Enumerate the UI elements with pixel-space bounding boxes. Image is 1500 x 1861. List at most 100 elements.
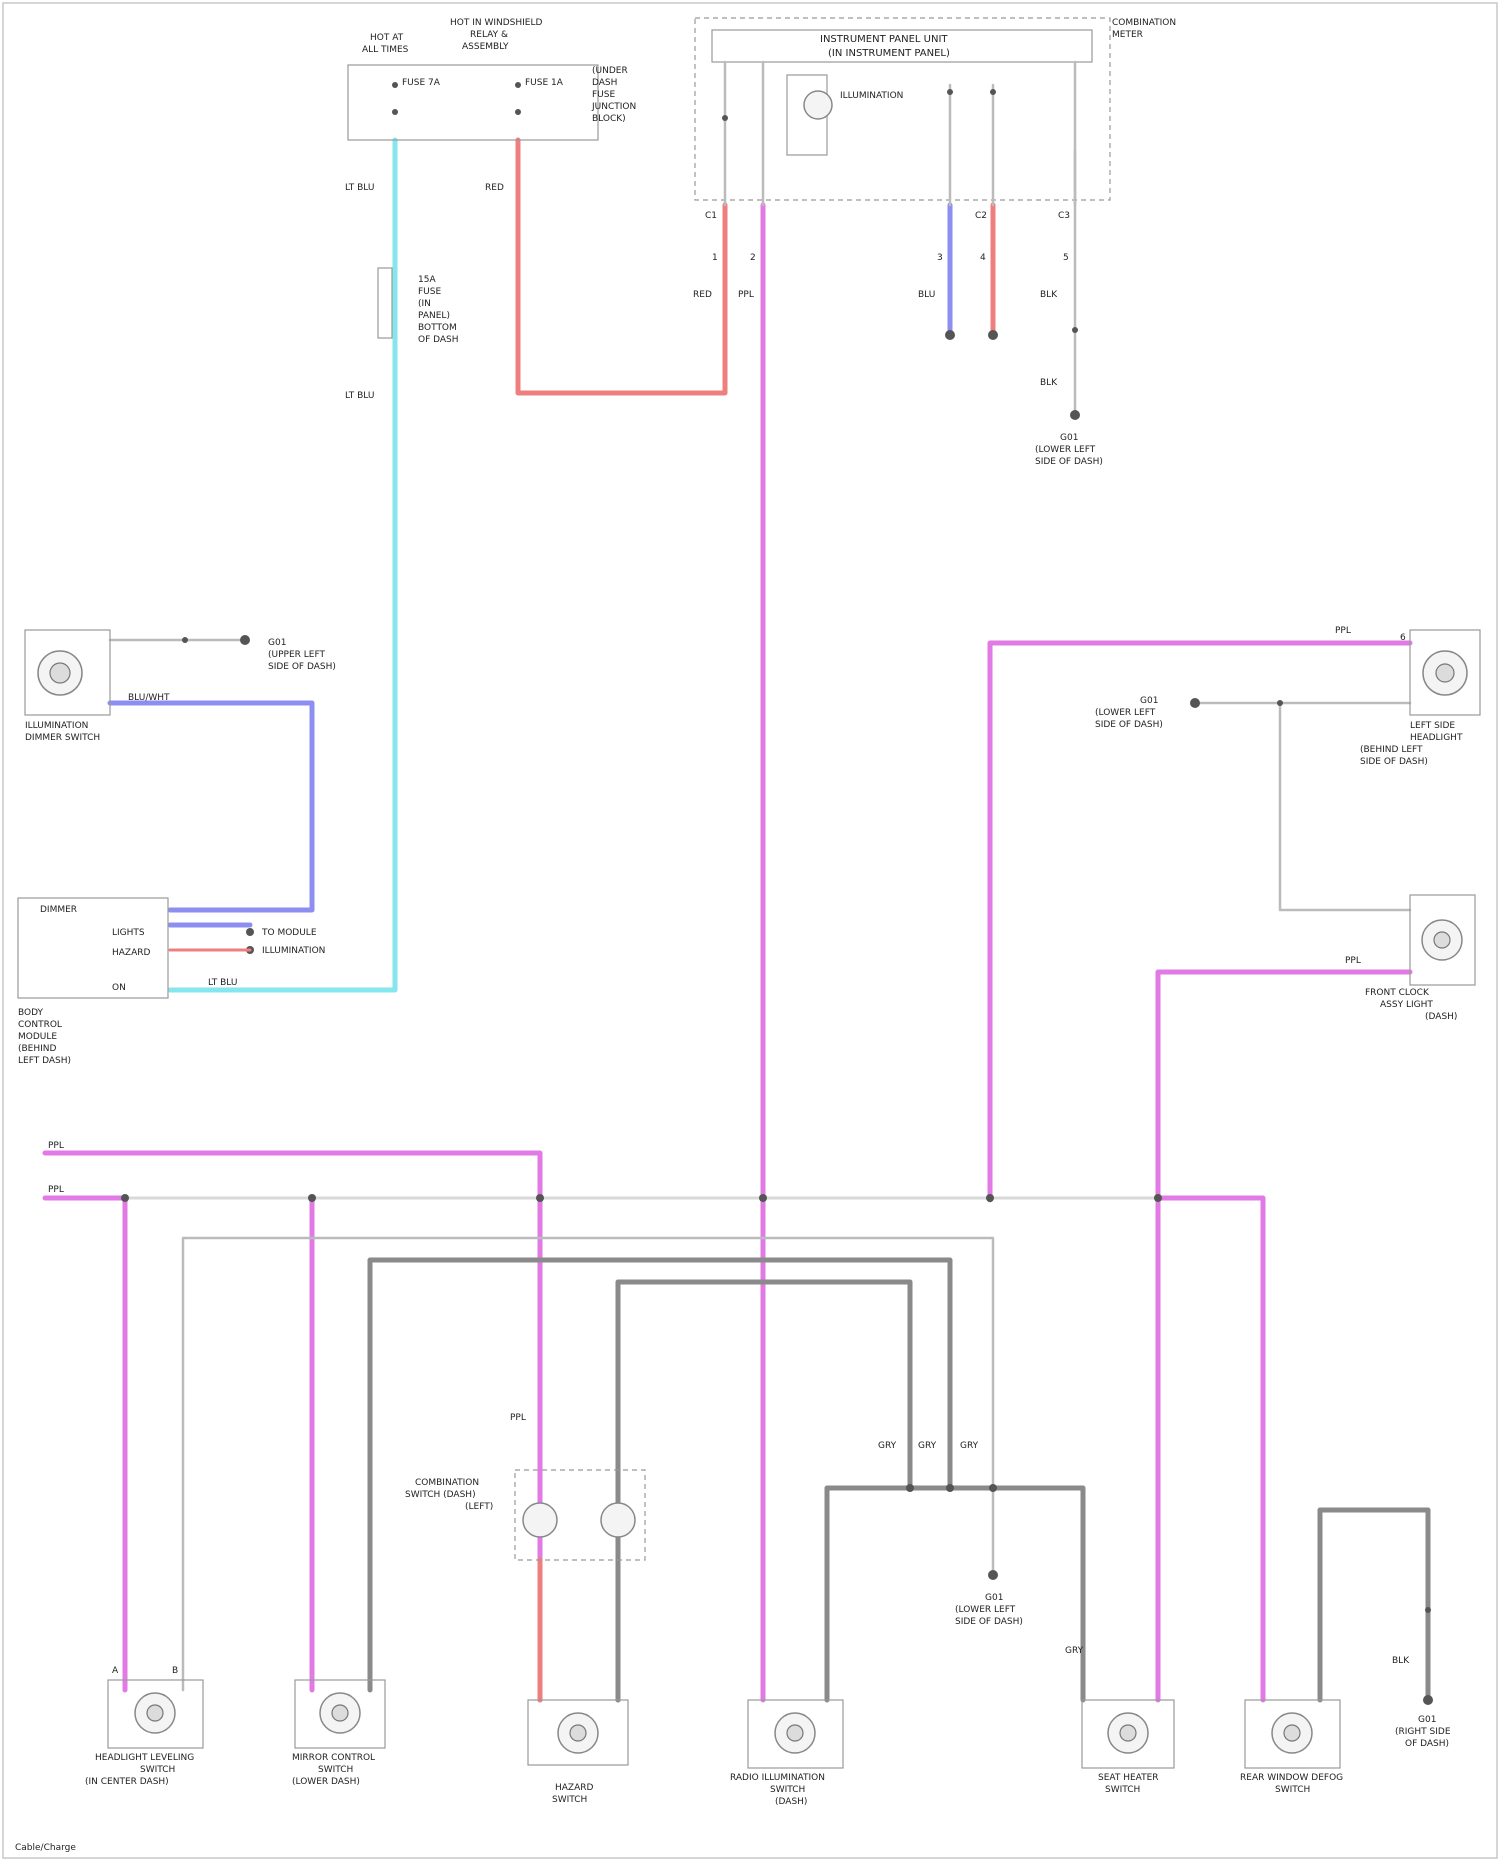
bottom-3-1: HAZARD bbox=[555, 1783, 594, 1793]
inline-fuse-2: FUSE bbox=[418, 287, 441, 297]
ground-top-2: (LOWER LEFT bbox=[1035, 445, 1096, 455]
wire-label-ppl-3: PPL bbox=[1345, 956, 1361, 966]
combo-switch-icon-1 bbox=[523, 1503, 557, 1537]
bottom-2-3: (LOWER DASH) bbox=[292, 1777, 360, 1787]
combo-switch-icon-2 bbox=[601, 1503, 635, 1537]
wire-label-ltblu-2: LT BLU bbox=[345, 391, 374, 401]
pin-c2: C2 bbox=[975, 211, 987, 221]
dimmer-switch-label-2: DIMMER SWITCH bbox=[25, 733, 100, 743]
body-module-right-1: TO MODULE bbox=[261, 928, 317, 938]
wire-label-ltblu-1: LT BLU bbox=[345, 183, 374, 193]
body-module-right-2: ILLUMINATION bbox=[262, 946, 325, 956]
ground-left-1: G01 bbox=[268, 638, 286, 648]
bottom-1-2: SWITCH bbox=[140, 1765, 175, 1775]
wire-label-blk-2: BLK bbox=[1040, 378, 1058, 388]
wire-label-gry-4: GRY bbox=[1065, 1646, 1084, 1656]
fuse-note-3: FUSE bbox=[592, 90, 615, 100]
fuse-box-title-2: RELAY & bbox=[470, 30, 508, 40]
wire-label-ppl-2: PPL bbox=[1335, 626, 1351, 636]
body-module-pin-3: HAZARD bbox=[112, 948, 151, 958]
right-connector-1: LEFT SIDE bbox=[1410, 721, 1455, 731]
fuse-box-title-1: HOT IN WINDSHIELD bbox=[450, 18, 543, 28]
body-module-4: (BEHIND bbox=[18, 1044, 57, 1054]
dimmer-switch-label-1: ILLUMINATION bbox=[25, 721, 88, 731]
control-unit-title-1: INSTRUMENT PANEL UNIT bbox=[820, 34, 948, 45]
footer-text: Cable/Charge bbox=[15, 1843, 76, 1853]
fuse-box-title-3: ASSEMBLY bbox=[462, 42, 509, 52]
lower-ground-2: (LOWER LEFT bbox=[955, 1605, 1016, 1615]
bottom-5-1: SEAT HEATER bbox=[1098, 1773, 1159, 1783]
combination-switch-2: SWITCH (DASH) bbox=[405, 1490, 476, 1500]
pin-2: 2 bbox=[750, 253, 756, 263]
right-ground-2: (LOWER LEFT bbox=[1095, 708, 1156, 718]
pin-4: 4 bbox=[980, 253, 986, 263]
right-connector-3: (BEHIND LEFT bbox=[1360, 745, 1423, 755]
fuse-note-5: BLOCK) bbox=[592, 114, 626, 124]
bottom-6-1: REAR WINDOW DEFOG bbox=[1240, 1773, 1343, 1783]
wire-label-ppl-5: PPL bbox=[48, 1185, 64, 1195]
lower-ground-2-1: G01 bbox=[1418, 1715, 1436, 1725]
right-lamp-1: FRONT CLOCK bbox=[1365, 988, 1430, 998]
lower-ground-1: G01 bbox=[985, 1593, 1003, 1603]
wire-label-blu-1: BLU bbox=[918, 290, 935, 300]
right-ground-3: SIDE OF DASH) bbox=[1095, 720, 1163, 730]
lower-ground-2-3: OF DASH) bbox=[1405, 1739, 1449, 1749]
wire-label-ppl-6: PPL bbox=[510, 1413, 526, 1423]
control-unit-title-2: (IN INSTRUMENT PANEL) bbox=[828, 48, 950, 59]
bottom-2-1: MIRROR CONTROL bbox=[292, 1753, 375, 1763]
right-lamp-2: ASSY LIGHT bbox=[1380, 1000, 1433, 1010]
bottom-6-2: SWITCH bbox=[1275, 1785, 1310, 1795]
pin-5: 5 bbox=[1063, 253, 1069, 263]
fuse-hot-1: HOT AT bbox=[370, 33, 404, 43]
pin-c1: C1 bbox=[705, 211, 717, 221]
wire-label-blk-1: BLK bbox=[1040, 290, 1058, 300]
fuse-label-2: FUSE 1A bbox=[525, 78, 564, 88]
bottom-4-1: RADIO ILLUMINATION bbox=[730, 1773, 825, 1783]
bottom-1-3: (IN CENTER DASH) bbox=[85, 1777, 169, 1787]
pin-6: 6 bbox=[1400, 633, 1406, 643]
body-module-pin-4: ON bbox=[112, 983, 126, 993]
body-module-1: BODY bbox=[18, 1008, 44, 1018]
fuse-note-4: JUNCTION bbox=[591, 102, 636, 112]
bottom-5-2: SWITCH bbox=[1105, 1785, 1140, 1795]
fuse-note-2: DASH bbox=[592, 78, 617, 88]
right-connector-2: HEADLIGHT bbox=[1410, 733, 1463, 743]
wire-label-ppl-4: PPL bbox=[48, 1141, 64, 1151]
body-module-pin-1: DIMMER bbox=[40, 905, 77, 915]
pin-c3: C3 bbox=[1058, 211, 1070, 221]
combination-meter-1: COMBINATION bbox=[1112, 18, 1176, 28]
ground-top-3: SIDE OF DASH) bbox=[1035, 457, 1103, 467]
combination-meter-2: METER bbox=[1112, 30, 1143, 40]
wire-label-gry-1: GRY bbox=[878, 1441, 897, 1451]
wire-label-red-2: RED bbox=[693, 290, 712, 300]
right-connector-4: SIDE OF DASH) bbox=[1360, 757, 1428, 767]
lower-ground-2-2: (RIGHT SIDE bbox=[1395, 1727, 1451, 1737]
fuse-note-1: (UNDER bbox=[592, 66, 628, 76]
ground-top-1: G01 bbox=[1060, 433, 1078, 443]
wire-label-gry-3: GRY bbox=[960, 1441, 979, 1451]
bottom-4-2: SWITCH bbox=[770, 1785, 805, 1795]
fuse-hot-2: ALL TIMES bbox=[362, 45, 409, 55]
right-lamp-3: (DASH) bbox=[1425, 1012, 1457, 1022]
wire-label-gry-2: GRY bbox=[918, 1441, 937, 1451]
inline-fuse-4: PANEL) bbox=[418, 311, 450, 321]
pin-1: 1 bbox=[712, 253, 718, 263]
wire-label-blu-2: BLU/WHT bbox=[128, 693, 170, 703]
wire-label-blk-3: BLK bbox=[1392, 1656, 1410, 1666]
inline-fuse-5: BOTTOM bbox=[418, 323, 457, 333]
pin-b: B bbox=[172, 1666, 178, 1676]
body-module-pin-2: LIGHTS bbox=[112, 928, 145, 938]
body-module-2: CONTROL bbox=[18, 1020, 62, 1030]
body-module-3: MODULE bbox=[18, 1032, 57, 1042]
bottom-1-1: HEADLIGHT LEVELING bbox=[95, 1753, 194, 1763]
ground-left-3: SIDE OF DASH) bbox=[268, 662, 336, 672]
indicator-label: ILLUMINATION bbox=[840, 91, 903, 101]
bottom-4-3: (DASH) bbox=[775, 1797, 807, 1807]
pin-a: A bbox=[112, 1666, 119, 1676]
ground-left-2: (UPPER LEFT bbox=[268, 650, 325, 660]
inline-fuse-1: 15A bbox=[418, 275, 436, 285]
inline-fuse-6: OF DASH bbox=[418, 335, 459, 345]
pin-3: 3 bbox=[937, 253, 943, 263]
body-module-5: LEFT DASH) bbox=[18, 1056, 71, 1066]
